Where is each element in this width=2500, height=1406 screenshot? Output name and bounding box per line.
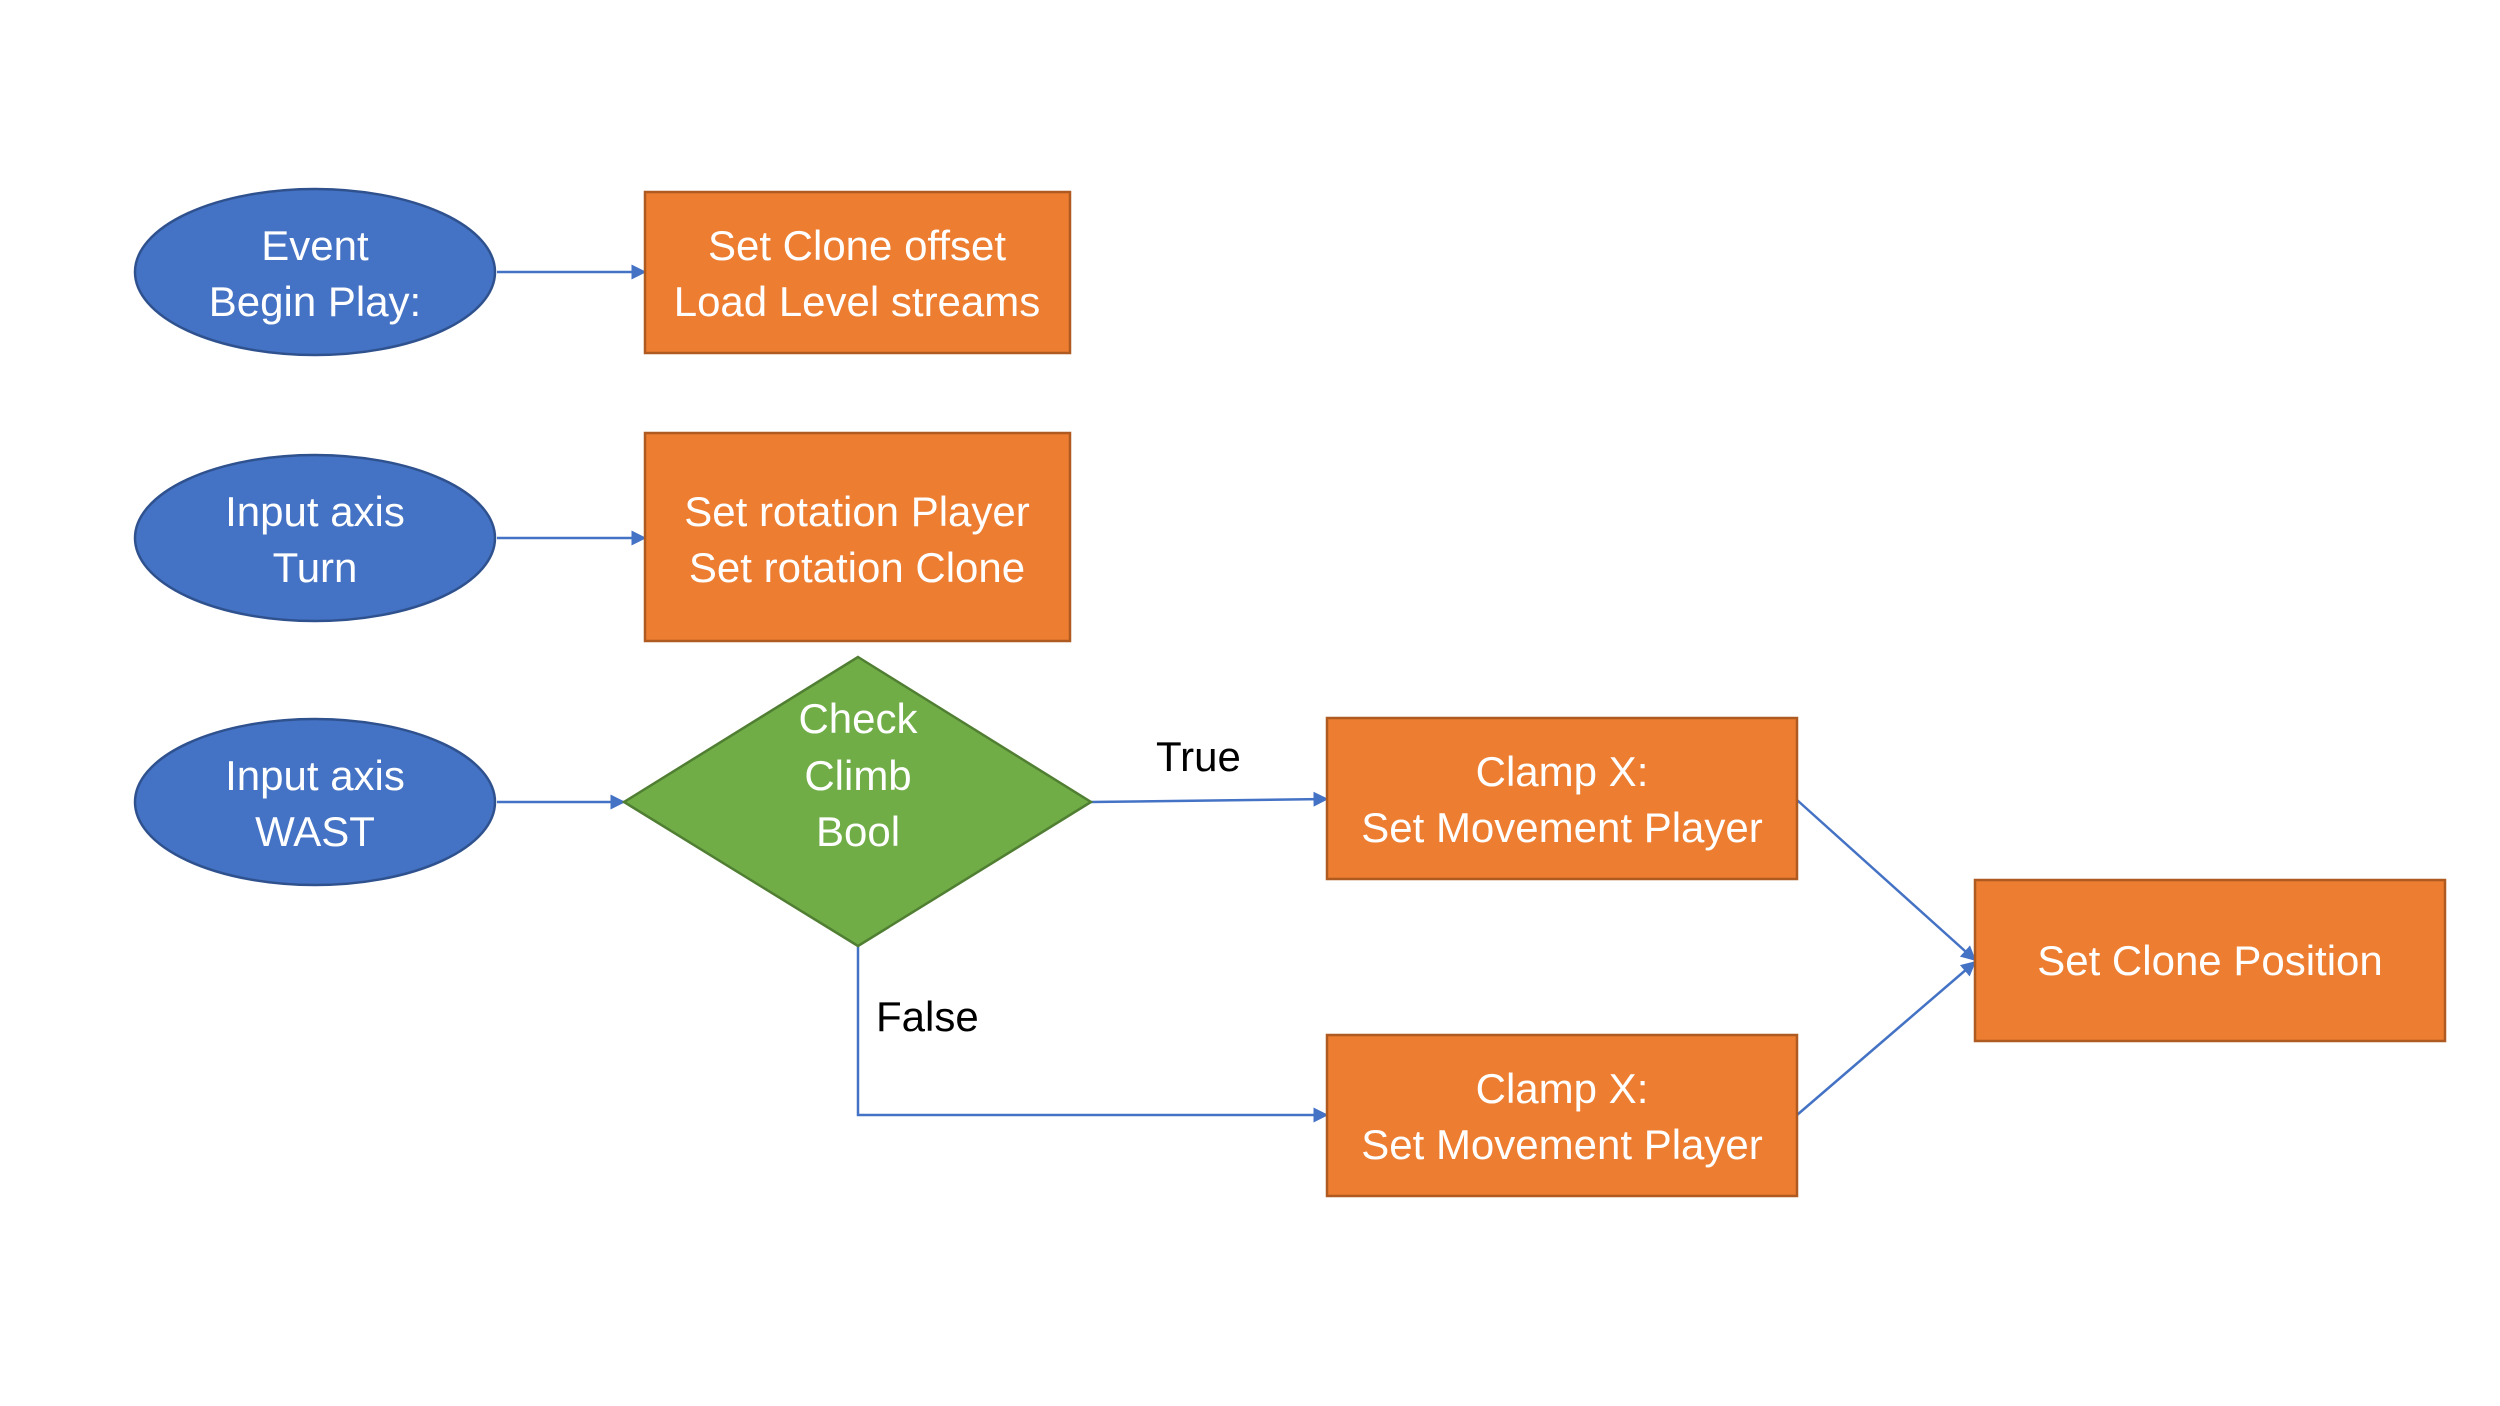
input-axis-turn-line1: Input axis bbox=[225, 488, 405, 535]
input-axis-wast-line1: Input axis bbox=[225, 752, 405, 799]
edges bbox=[497, 264, 1977, 1123]
input-axis-turn-node: Input axis Turn bbox=[133, 453, 497, 623]
set-clone-position-line1: Set Clone Position bbox=[2037, 937, 2383, 984]
event-begin-play-line2: Begin Play: bbox=[209, 278, 421, 325]
edge-check-climb-true bbox=[1090, 791, 1329, 807]
event-begin-play-node: Event Begin Play: bbox=[133, 187, 497, 357]
set-rotation-node: Set rotation Player Set rotation Clone bbox=[643, 431, 1072, 643]
set-rotation-line2: Set rotation Clone bbox=[689, 544, 1025, 591]
edge-clamp-true-to-set-clone-position bbox=[1796, 799, 1977, 962]
clamp-true-line2: Set Movement Player bbox=[1361, 804, 1763, 851]
input-axis-turn-line2: Turn bbox=[273, 544, 358, 591]
clamp-true-node: Clamp X: Set Movement Player bbox=[1325, 716, 1799, 881]
true-label: True bbox=[1156, 733, 1241, 780]
input-axis-wast-line2: WAST bbox=[255, 808, 375, 855]
set-clone-offset-node: Set Clone offset Load Level streams bbox=[643, 190, 1072, 355]
check-climb-bool-line2: Climb bbox=[804, 752, 911, 799]
check-climb-bool-line1: Check bbox=[798, 695, 918, 742]
set-clone-offset-line2: Load Level streams bbox=[674, 278, 1041, 325]
check-climb-bool-node: Check Climb Bool bbox=[621, 655, 1094, 948]
set-clone-offset-line1: Set Clone offset bbox=[708, 222, 1006, 269]
event-begin-play-line1: Event bbox=[261, 222, 369, 269]
clamp-true-line1: Clamp X: bbox=[1476, 748, 1649, 795]
set-clone-position-node: Set Clone Position bbox=[1973, 878, 2447, 1043]
edge-clamp-false-to-set-clone-position bbox=[1796, 961, 1977, 1116]
input-axis-wast-node: Input axis WAST bbox=[133, 717, 497, 887]
check-climb-bool-line3: Bool bbox=[816, 808, 900, 855]
set-rotation-line1: Set rotation Player bbox=[684, 488, 1030, 535]
clamp-false-line1: Clamp X: bbox=[1476, 1065, 1649, 1112]
false-label: False bbox=[876, 993, 979, 1040]
clamp-false-line2: Set Movement Player bbox=[1361, 1121, 1763, 1168]
edge-check-climb-false bbox=[856, 946, 1329, 1123]
clamp-false-node: Clamp X: Set Movement Player bbox=[1325, 1033, 1799, 1198]
